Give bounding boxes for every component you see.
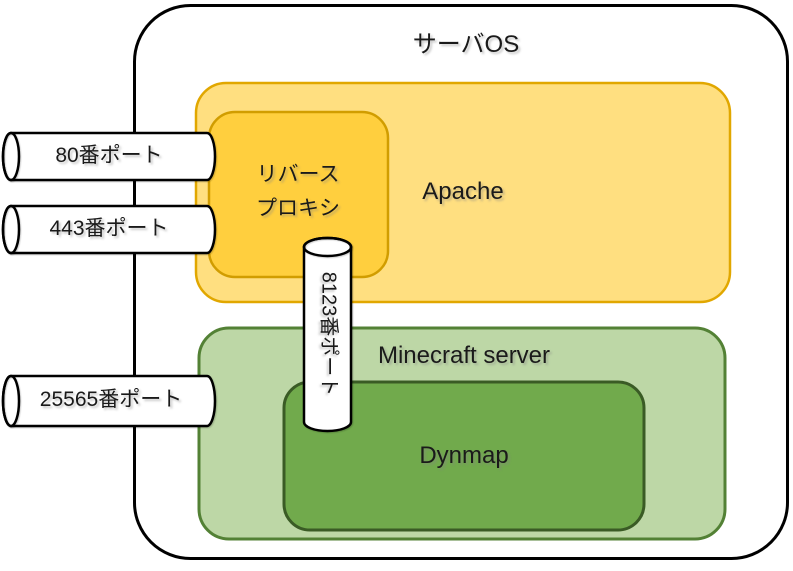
port-pipes-group — [1, 131, 353, 433]
port-25565-pipe — [1, 374, 217, 428]
port-443-pipe — [1, 204, 217, 255]
port-80-pipe — [1, 131, 217, 182]
port-443-pipe-end-cap — [1, 204, 21, 255]
port-80-pipe-end-cap — [1, 131, 21, 182]
reverse-proxy-box — [207, 110, 390, 279]
port-8123-pipe — [302, 236, 353, 433]
port-25565-pipe-end-cap — [1, 374, 21, 428]
port-8123-pipe-end-cap — [302, 236, 353, 258]
dynmap-box — [282, 380, 646, 532]
